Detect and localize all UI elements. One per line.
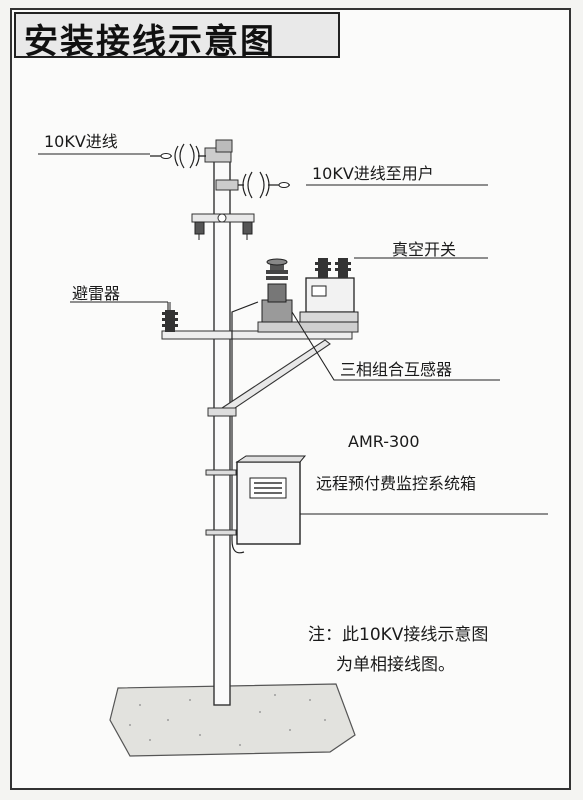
utility-pole [213, 149, 231, 706]
label-combined-transformer: 三相组合互感器 [340, 360, 453, 379]
diagram-frame [10, 8, 571, 790]
lightning-arrester [162, 302, 178, 332]
outgoing-connector [278, 182, 290, 188]
ground-base [109, 683, 356, 757]
label-arrester: 避雷器 [72, 284, 121, 303]
equipment-platform [257, 321, 359, 333]
pin-insulator-right [242, 221, 253, 240]
incoming-connector [160, 153, 172, 159]
pole-band-1 [205, 469, 237, 476]
ground-speckles [129, 694, 326, 746]
combined-transformer [261, 258, 293, 323]
amr-box [235, 455, 307, 545]
incoming-insulator [174, 143, 200, 169]
leader-lines [38, 153, 548, 515]
note-line-1: 注：此10KV接线示意图 [308, 625, 489, 645]
second-clamp [215, 179, 239, 191]
label-incoming-line: 10KV进线 [44, 132, 118, 151]
vacuum-switch [299, 258, 359, 323]
pole-band-2 [205, 529, 237, 536]
title-box [14, 12, 340, 58]
pin-insulator-left [194, 221, 205, 240]
page-title: 安装接线示意图 [24, 22, 276, 62]
crossarm-lower [161, 330, 353, 340]
top-clamp-upper [215, 139, 233, 153]
label-to-user: 10KV进线至用户 [312, 164, 434, 183]
brace-clamp [207, 407, 237, 417]
label-vacuum-switch: 真空开关 [392, 240, 457, 259]
label-amr-box: 远程预付费监控系统箱 [316, 474, 477, 493]
note-line-2: 为单相接线图。 [336, 655, 455, 675]
diagonal-brace [221, 339, 331, 415]
outgoing-insulator [242, 171, 270, 199]
down-lead [231, 301, 259, 554]
label-amr-model: AMR-300 [348, 432, 420, 451]
